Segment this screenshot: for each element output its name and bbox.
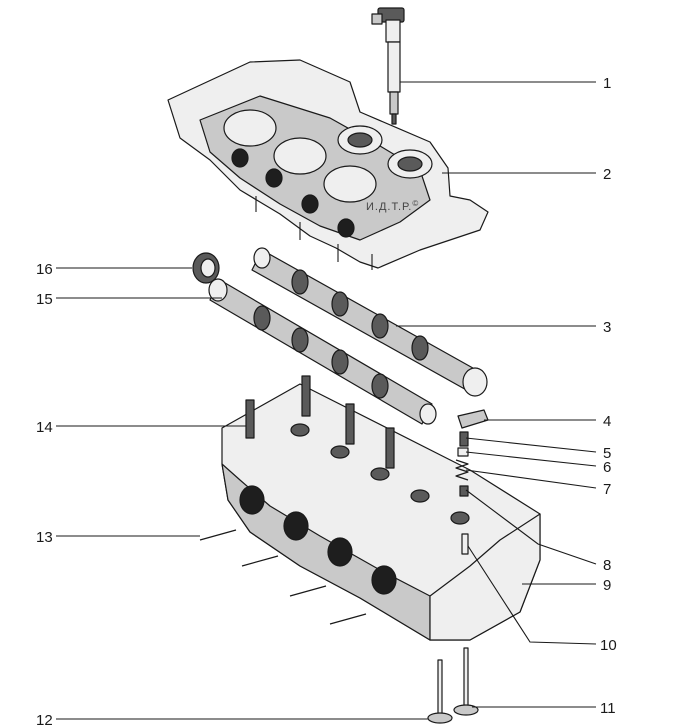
leader-line-8 — [465, 489, 597, 565]
exhaust-valve-part — [453, 647, 479, 716]
callout-labels: 1 2 3 4 5 6 7 8 9 10 11 12 13 14 15 16 — [36, 75, 617, 728]
callout-14: 14 — [36, 419, 53, 436]
callout-9: 9 — [603, 577, 611, 594]
dowel-pins-part — [199, 529, 367, 625]
cylinder-head-part — [221, 383, 541, 641]
callout-12: 12 — [36, 712, 53, 728]
camshaft-housing-part: И.Д.Т.Р.© — [167, 59, 489, 270]
oil-seal-part — [192, 252, 220, 284]
watermark-text: И.Д.Т.Р.© — [366, 199, 419, 213]
callout-3: 3 — [603, 319, 611, 336]
callout-2: 2 — [603, 166, 611, 183]
injector-part — [371, 7, 406, 139]
hydraulic-lifter-part — [459, 431, 469, 447]
leader-line-6 — [465, 451, 597, 467]
callout-11: 11 — [600, 700, 616, 717]
head-bolts-part — [245, 375, 395, 469]
camshaft-exhaust-part — [251, 247, 488, 397]
leader-lines — [56, 81, 597, 720]
camshaft-intake-part — [208, 278, 437, 425]
leader-line-5 — [465, 437, 597, 453]
leader-line-10 — [467, 545, 597, 645]
leader-line-7 — [465, 469, 597, 489]
intake-valve-part — [427, 659, 453, 724]
callout-15: 15 — [36, 291, 53, 308]
callout-6: 6 — [603, 459, 611, 476]
rocker-arm-part — [457, 409, 489, 429]
callout-7: 7 — [603, 481, 611, 498]
callout-8: 8 — [603, 557, 611, 574]
valve-guide-part — [461, 533, 469, 555]
valve-spring-part — [455, 459, 469, 481]
callout-5: 5 — [603, 445, 611, 462]
callout-1: 1 — [603, 75, 611, 92]
callout-16: 16 — [36, 261, 53, 278]
callout-13: 13 — [36, 529, 53, 546]
callout-10: 10 — [600, 637, 617, 654]
callout-4: 4 — [603, 413, 611, 430]
